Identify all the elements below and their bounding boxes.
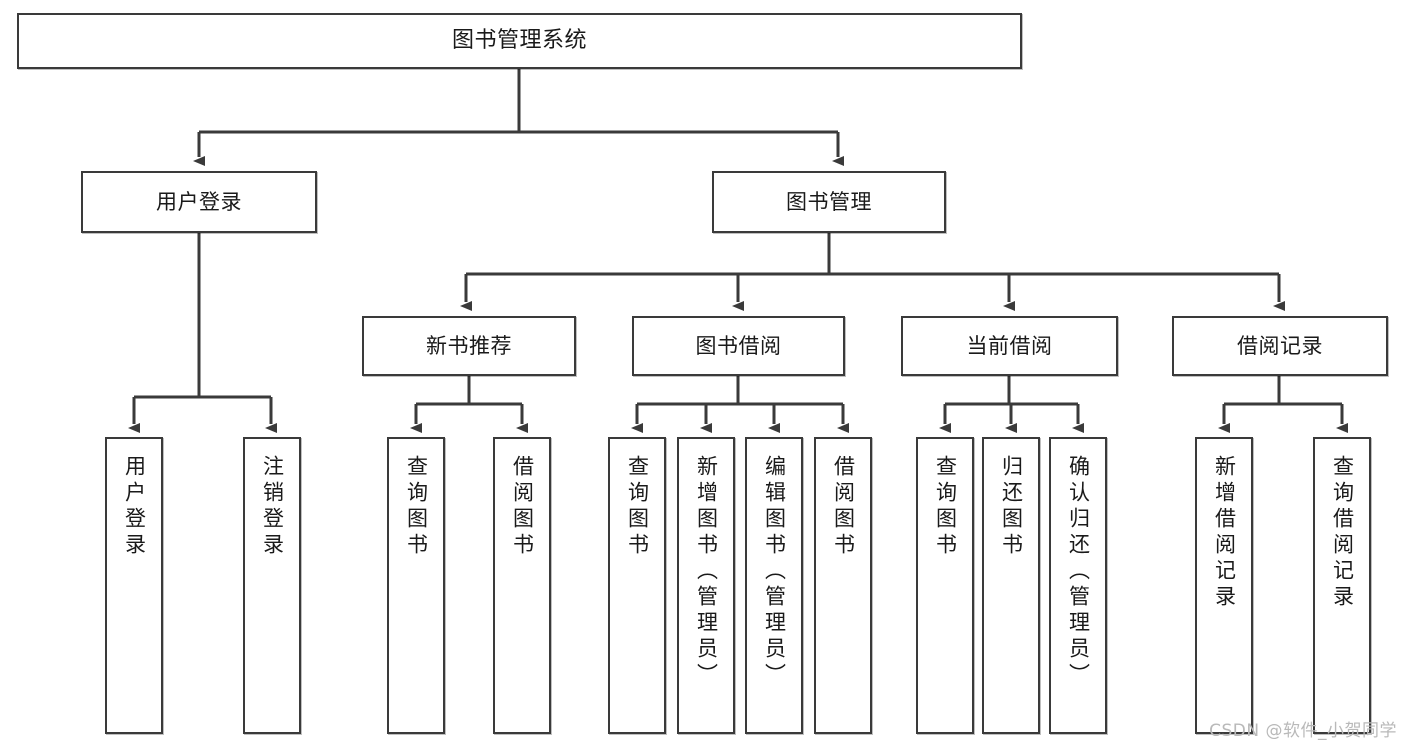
leaf-label: 查询图书 bbox=[404, 455, 429, 559]
node-book-management[interactable]: 图书管理 bbox=[712, 171, 946, 233]
node-borrow-record-label: 借阅记录 bbox=[1237, 333, 1323, 358]
leaf-current-borrow-query-book[interactable]: 查询图书 bbox=[916, 437, 974, 734]
leaf-book-borrow-query-book[interactable]: 查询图书 bbox=[608, 437, 666, 734]
leaf-label: 用户登录 bbox=[122, 455, 147, 559]
leaf-label: 查询图书 bbox=[625, 455, 650, 559]
leaf-label: 借阅图书 bbox=[831, 455, 856, 559]
node-book-borrow-label: 图书借阅 bbox=[695, 333, 782, 358]
leaf-label: 新增图书（管理员） bbox=[694, 455, 719, 689]
node-current-borrow[interactable]: 当前借阅 bbox=[901, 316, 1118, 376]
node-book-borrow[interactable]: 图书借阅 bbox=[632, 316, 845, 376]
node-borrow-record[interactable]: 借阅记录 bbox=[1172, 316, 1388, 376]
node-book-management-label: 图书管理 bbox=[786, 189, 872, 214]
leaf-label: 查询图书 bbox=[933, 455, 958, 559]
leaf-new-book-borrow-book[interactable]: 借阅图书 bbox=[493, 437, 551, 734]
leaf-current-borrow-return-book[interactable]: 归还图书 bbox=[982, 437, 1040, 734]
node-root[interactable]: 图书管理系统 bbox=[17, 13, 1022, 69]
leaf-current-borrow-confirm-return-admin[interactable]: 确认归还（管理员） bbox=[1049, 437, 1107, 734]
node-new-book-recommend-label: 新书推荐 bbox=[426, 333, 512, 358]
node-user-login[interactable]: 用户登录 bbox=[81, 171, 317, 233]
leaf-borrow-record-add-record[interactable]: 新增借阅记录 bbox=[1195, 437, 1253, 734]
leaf-user-login-logout[interactable]: 注销登录 bbox=[243, 437, 301, 734]
leaf-label: 归还图书 bbox=[999, 455, 1024, 559]
node-current-borrow-label: 当前借阅 bbox=[966, 333, 1053, 358]
node-user-login-label: 用户登录 bbox=[156, 189, 242, 214]
leaf-book-borrow-borrow-book[interactable]: 借阅图书 bbox=[814, 437, 872, 734]
leaf-book-borrow-add-book-admin[interactable]: 新增图书（管理员） bbox=[677, 437, 735, 734]
leaf-user-login-login[interactable]: 用户登录 bbox=[105, 437, 163, 734]
leaf-label: 查询借阅记录 bbox=[1330, 455, 1355, 611]
leaf-borrow-record-query-record[interactable]: 查询借阅记录 bbox=[1313, 437, 1371, 734]
leaf-label: 确认归还（管理员） bbox=[1066, 455, 1091, 689]
leaf-new-book-query-book[interactable]: 查询图书 bbox=[387, 437, 445, 734]
leaf-label: 注销登录 bbox=[260, 455, 285, 559]
leaf-label: 编辑图书（管理员） bbox=[762, 455, 787, 689]
node-new-book-recommend[interactable]: 新书推荐 bbox=[362, 316, 576, 376]
node-root-label: 图书管理系统 bbox=[451, 28, 587, 54]
leaf-label: 新增借阅记录 bbox=[1212, 455, 1237, 611]
leaf-book-borrow-edit-book-admin[interactable]: 编辑图书（管理员） bbox=[745, 437, 803, 734]
leaf-label: 借阅图书 bbox=[510, 455, 535, 559]
watermark: CSDN @软件_小贺同学 bbox=[1209, 721, 1397, 741]
